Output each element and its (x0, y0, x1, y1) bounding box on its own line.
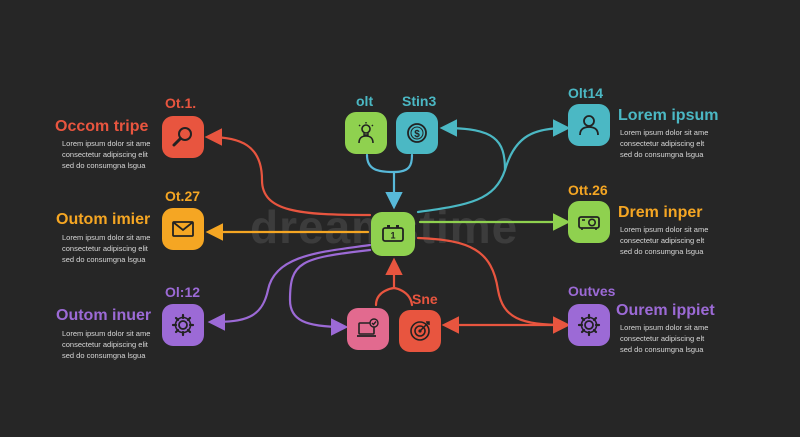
right-item-2-title: Drem inper (618, 204, 703, 221)
left-item-3-tile[interactable] (162, 304, 204, 346)
top-node-label-1: olt (356, 93, 374, 109)
right-item-3-tile[interactable] (568, 304, 610, 346)
right-item-1-tile[interactable] (568, 104, 610, 146)
left-item-1-title: Occom tripe (55, 118, 149, 135)
left-item-2-code: Ot.27 (165, 188, 201, 204)
left-item-3-code: Ol:12 (165, 284, 201, 300)
dollar-coin-icon: $ (407, 123, 427, 143)
left-item-1-code: Ot.1. (165, 95, 197, 111)
gear-icon (171, 313, 195, 337)
lightbulb-person-icon (358, 122, 374, 144)
connector-purple-left (207, 243, 372, 331)
right-item-3-code: Outves (568, 283, 616, 299)
battery-icon: 1 (382, 225, 404, 242)
connector-red-left (204, 128, 372, 217)
top-node-lightbulb[interactable] (345, 112, 387, 154)
right-item-2-code: Ott.26 (568, 182, 608, 198)
right-item-1-title: Lorem ipsum (618, 107, 719, 124)
center-node[interactable]: 1 (371, 212, 415, 256)
top-node-label-2: Stin3 (402, 93, 437, 109)
bottom-node-label-2: Sne (412, 291, 438, 307)
user-icon (579, 115, 599, 136)
connector-red-bottom (374, 286, 414, 307)
magnifier-icon (172, 127, 192, 147)
left-item-3-title: Outom inuer (56, 307, 152, 324)
left-item-2-title: Outom imier (56, 211, 151, 228)
right-item-3-title: Ourem ippiet (616, 302, 715, 319)
left-item-2-tile[interactable] (162, 208, 204, 250)
bottom-node-laptop[interactable] (347, 308, 389, 350)
right-item-1-code: Olt14 (568, 85, 604, 101)
svg-text:$: $ (414, 129, 420, 140)
bottom-node-target[interactable] (399, 310, 441, 352)
center-badge: 1 (390, 231, 395, 241)
left-item-1-tile[interactable] (162, 116, 204, 158)
laptop-check-icon (357, 318, 379, 337)
projector-icon (578, 216, 600, 230)
gear-icon (577, 313, 601, 337)
connector-purple-bottom (288, 248, 372, 336)
envelope-icon (172, 221, 194, 237)
top-node-coin[interactable]: $ (396, 112, 438, 154)
connector-teal-coin (439, 119, 507, 172)
target-icon (410, 321, 430, 341)
connector-teal-right (416, 119, 571, 214)
connector-blue-top (365, 153, 414, 174)
right-item-2-tile[interactable] (568, 201, 610, 243)
connector-red-right (416, 236, 571, 334)
